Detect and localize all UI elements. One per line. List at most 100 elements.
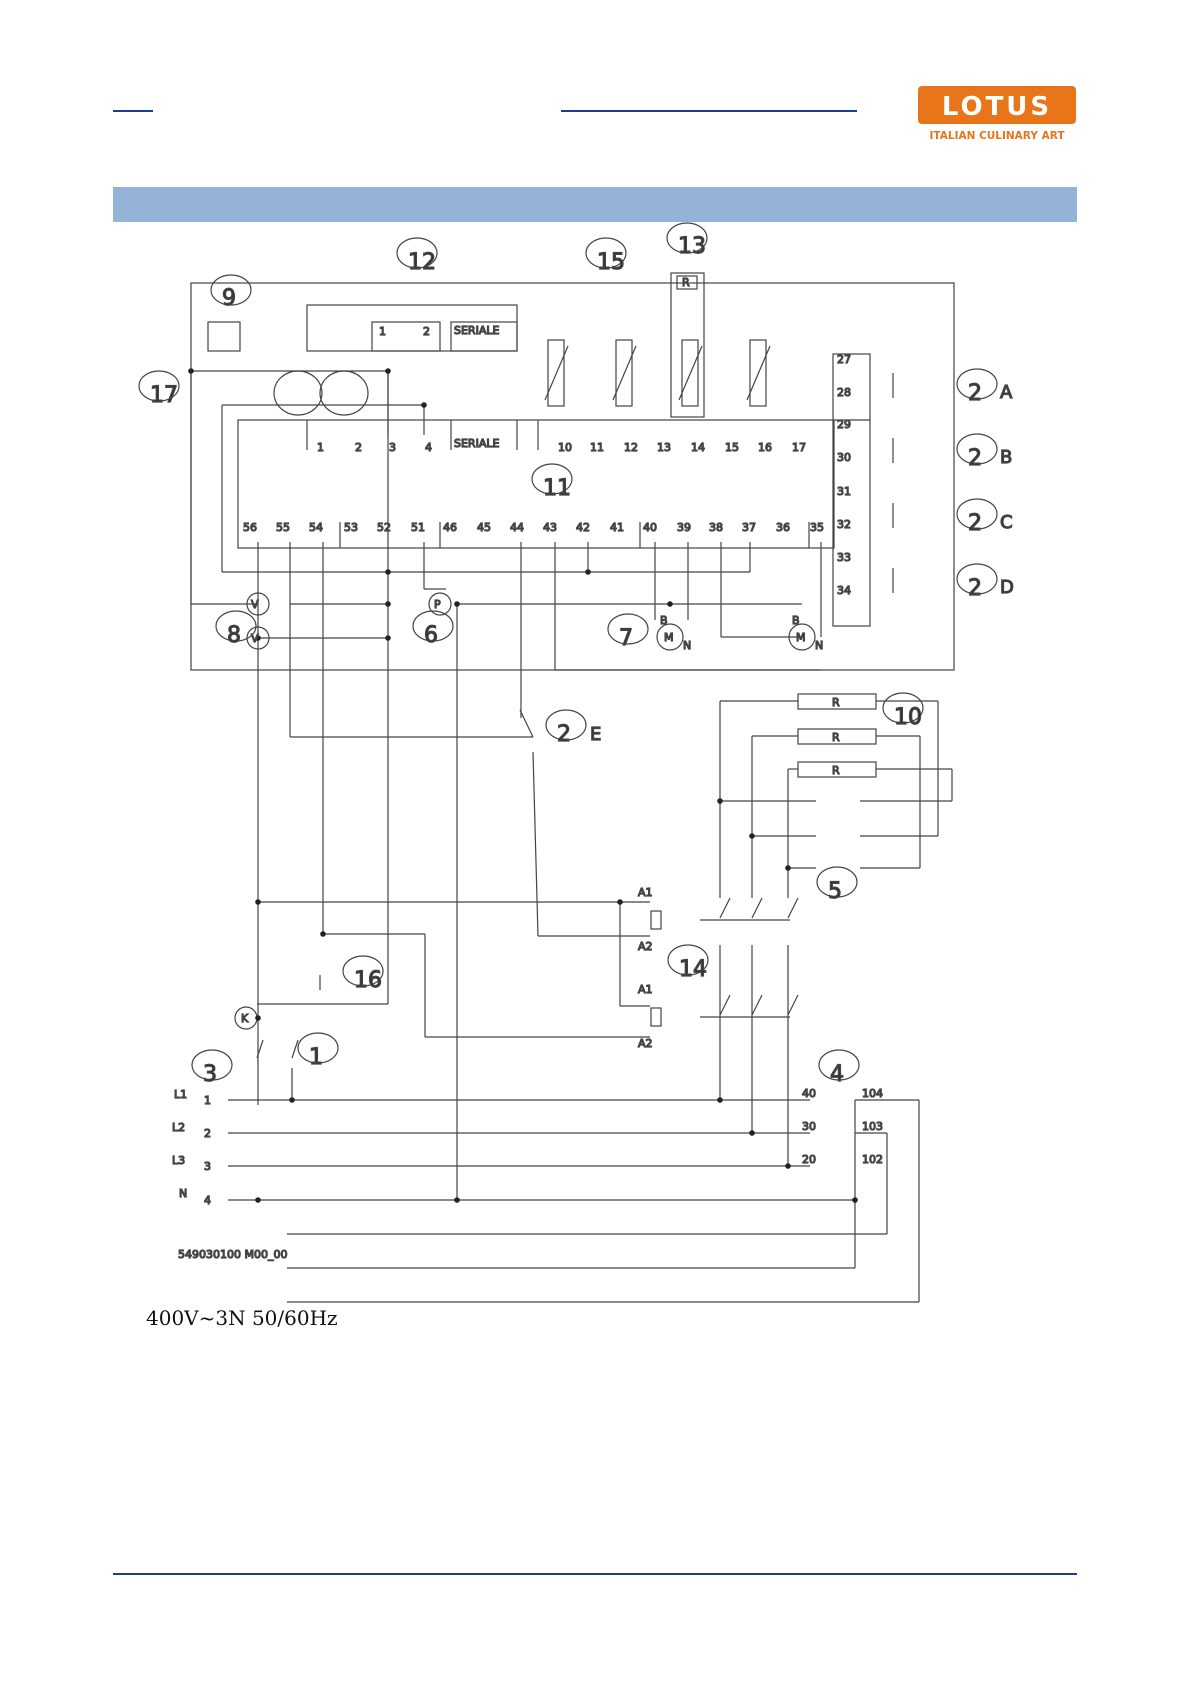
mains-n: N (179, 1187, 187, 1200)
terminal-top-13: 13 (657, 441, 671, 454)
callout-4: 4 (830, 1062, 844, 1087)
switch-suffix-e: E (590, 724, 601, 745)
junction-dot (188, 368, 194, 374)
junction-dot (255, 1197, 261, 1203)
callout-10: 10 (894, 705, 922, 730)
terminal-top-16: 16 (758, 441, 772, 454)
terminal-top-15: 15 (725, 441, 739, 454)
resistors-and-switches (234, 339, 894, 1059)
switch-suffix-d: D (1000, 577, 1014, 598)
terminal-bottom-40: 40 (643, 521, 657, 534)
supply-rating: 400V~3N 50/60Hz (146, 1306, 338, 1330)
junction-dot (255, 1015, 261, 1021)
block-terminal-103: 103 (862, 1120, 883, 1133)
contactor-1-a2: A2 (638, 940, 653, 953)
motor-2-symbol: M (796, 631, 806, 644)
callout-8: 8 (227, 623, 241, 648)
junction-dot (749, 1130, 755, 1136)
voltmeter-2-symbol: V (251, 632, 259, 645)
terminal-bottom-46: 46 (443, 521, 457, 534)
terminal-top-17: 17 (792, 441, 806, 454)
junction-dot (749, 833, 755, 839)
terminal-bottom-35: 35 (810, 521, 824, 534)
heater-1-symbol: R (832, 696, 840, 709)
terminal-bottom-55: 55 (276, 521, 290, 534)
terminal-right-32: 32 (837, 518, 851, 531)
motor-1-b-label: B (660, 614, 668, 627)
terminal-bottom-38: 38 (709, 521, 723, 534)
terminal-right-31: 31 (837, 485, 851, 498)
callout-ring (342, 955, 384, 987)
callout-ring (956, 368, 998, 400)
terminal-right-34: 34 (837, 584, 851, 597)
callout-ring (607, 613, 649, 645)
junction-dot (667, 601, 673, 607)
motor-2-n-label: N (815, 639, 823, 652)
terminal-top-4: 4 (425, 441, 432, 454)
mains-l1: L1 (174, 1088, 187, 1101)
junction-dot (385, 635, 391, 641)
junction-dot (385, 569, 391, 575)
callout-ring (191, 1049, 233, 1081)
callout-7: 7 (619, 626, 633, 651)
callout-11: 11 (543, 476, 571, 501)
junction-dot (454, 1197, 460, 1203)
terminal-bottom-43: 43 (543, 521, 557, 534)
terminal-top-12: 12 (624, 441, 638, 454)
block-terminal-104: 104 (862, 1087, 883, 1100)
callout-ring (215, 610, 257, 642)
contactor-k-symbol: K (241, 1012, 249, 1025)
terminal-bottom-52: 52 (377, 521, 391, 534)
callout-ring (956, 498, 998, 530)
junction-dot (385, 368, 391, 374)
terminal-right-28: 28 (837, 386, 851, 399)
junction-dot (717, 1097, 723, 1103)
terminal-top-10: 10 (558, 441, 572, 454)
junction-dot (454, 601, 460, 607)
junction-dot (255, 635, 261, 641)
callout-6: 6 (424, 623, 438, 648)
motor-1-n-label: N (683, 639, 691, 652)
switch-suffix-b: B (1000, 447, 1012, 468)
callout-15: 15 (597, 250, 625, 275)
switch-suffix-c: C (1000, 512, 1013, 533)
block-terminal-40: 40 (802, 1087, 816, 1100)
block-terminal-102: 102 (862, 1153, 883, 1166)
board-terminal-1: 1 (379, 325, 386, 338)
block-terminal-30: 30 (802, 1120, 816, 1133)
callout-ring (412, 610, 454, 642)
serial-label-bottom: SERIALE (454, 437, 499, 450)
callout-ring (545, 709, 587, 741)
junction-dot (585, 569, 591, 575)
callout-1: 1 (309, 1045, 323, 1070)
footer-rule (113, 1573, 1077, 1575)
logo-tagline: ITALIAN CULINARY ART (930, 130, 1066, 142)
terminal-bottom-42: 42 (576, 521, 590, 534)
callout-ring (396, 237, 438, 269)
callout-2-b: 2 (968, 446, 982, 471)
thermal-resistor-symbol: R (682, 276, 690, 289)
mains-l3: L3 (172, 1154, 185, 1167)
callout-ring (956, 433, 998, 465)
motor-1-symbol: M (664, 631, 674, 644)
callout-2-d: 2 (968, 576, 982, 601)
junction-dot (255, 899, 261, 905)
callout-3: 3 (203, 1062, 217, 1087)
mains-l2: L2 (172, 1121, 185, 1134)
terminal-right-30: 30 (837, 451, 851, 464)
terminal-right-33: 33 (837, 551, 851, 564)
contactor-2-a1: A1 (638, 983, 653, 996)
header-rule-left (113, 110, 153, 112)
contactor-2-a2: A2 (638, 1037, 653, 1050)
terminal-top-1: 1 (317, 441, 324, 454)
mains-terminal-3: 3 (204, 1160, 211, 1173)
callout-ring (666, 222, 708, 254)
mains-terminal-2: 2 (204, 1127, 211, 1140)
terminal-bottom-51: 51 (411, 521, 425, 534)
callout-ring (531, 463, 573, 495)
lotus-logo: LOTUS ITALIAN CULINARY ART (918, 86, 1076, 142)
terminal-bottom-39: 39 (677, 521, 691, 534)
junction-dot (785, 1163, 791, 1169)
callout-2-c: 2 (968, 511, 982, 536)
callout-circles (138, 222, 998, 1081)
